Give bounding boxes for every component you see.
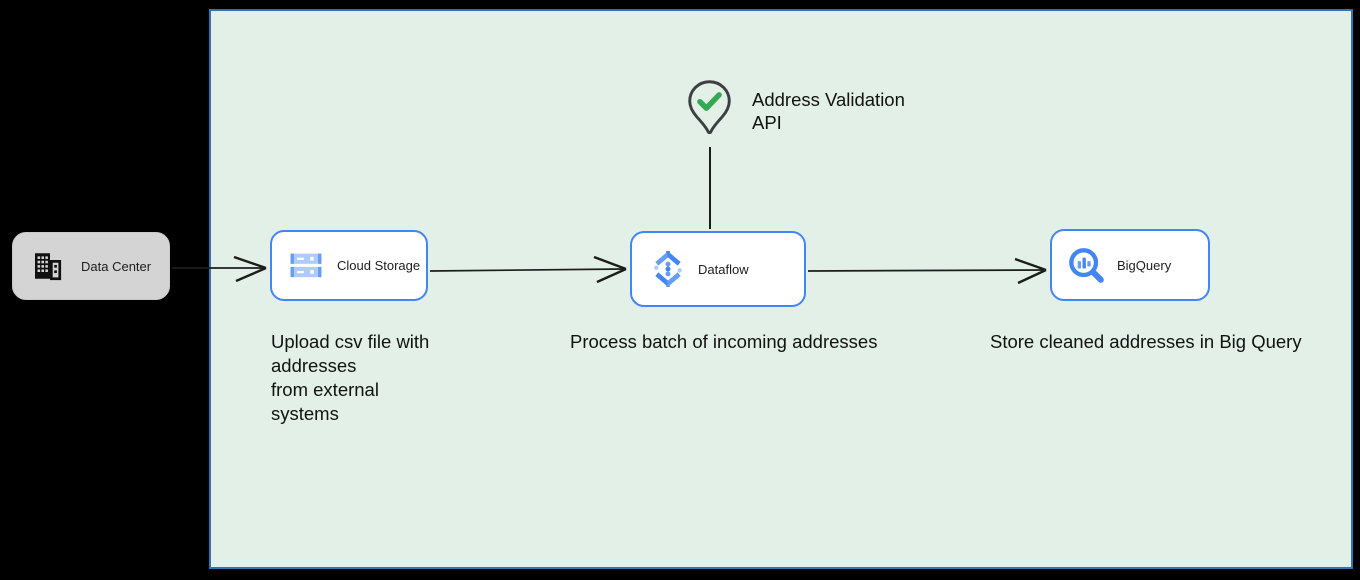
- process-note-label: Process batch of incoming addresses: [570, 331, 878, 352]
- node-dataflow[interactable]: Dataflow: [630, 231, 806, 307]
- node-data-center[interactable]: Data Center: [12, 232, 170, 300]
- node-label-bigquery: BigQuery: [1117, 257, 1172, 273]
- address-validation-api-label: Address Validation API: [752, 89, 905, 133]
- cloud-storage-icon: [290, 253, 322, 277]
- upload-note-label: Upload csv file with addresses from exte…: [271, 331, 430, 424]
- node-bigquery[interactable]: BigQuery: [1050, 229, 1210, 301]
- node-label-dataflow: Dataflow: [698, 261, 749, 277]
- node-label-data-center: Data Center: [81, 258, 152, 274]
- dataflow-icon: [654, 251, 682, 287]
- data-center-icon: [35, 253, 62, 281]
- store-note-label: Store cleaned addresses in Big Query: [990, 331, 1302, 352]
- bigquery-icon: [1069, 248, 1104, 283]
- node-label-cloud-storage: Cloud Storage: [337, 258, 421, 273]
- validation-pin-icon: [688, 80, 731, 135]
- node-cloud-storage[interactable]: Cloud Storage: [270, 230, 428, 301]
